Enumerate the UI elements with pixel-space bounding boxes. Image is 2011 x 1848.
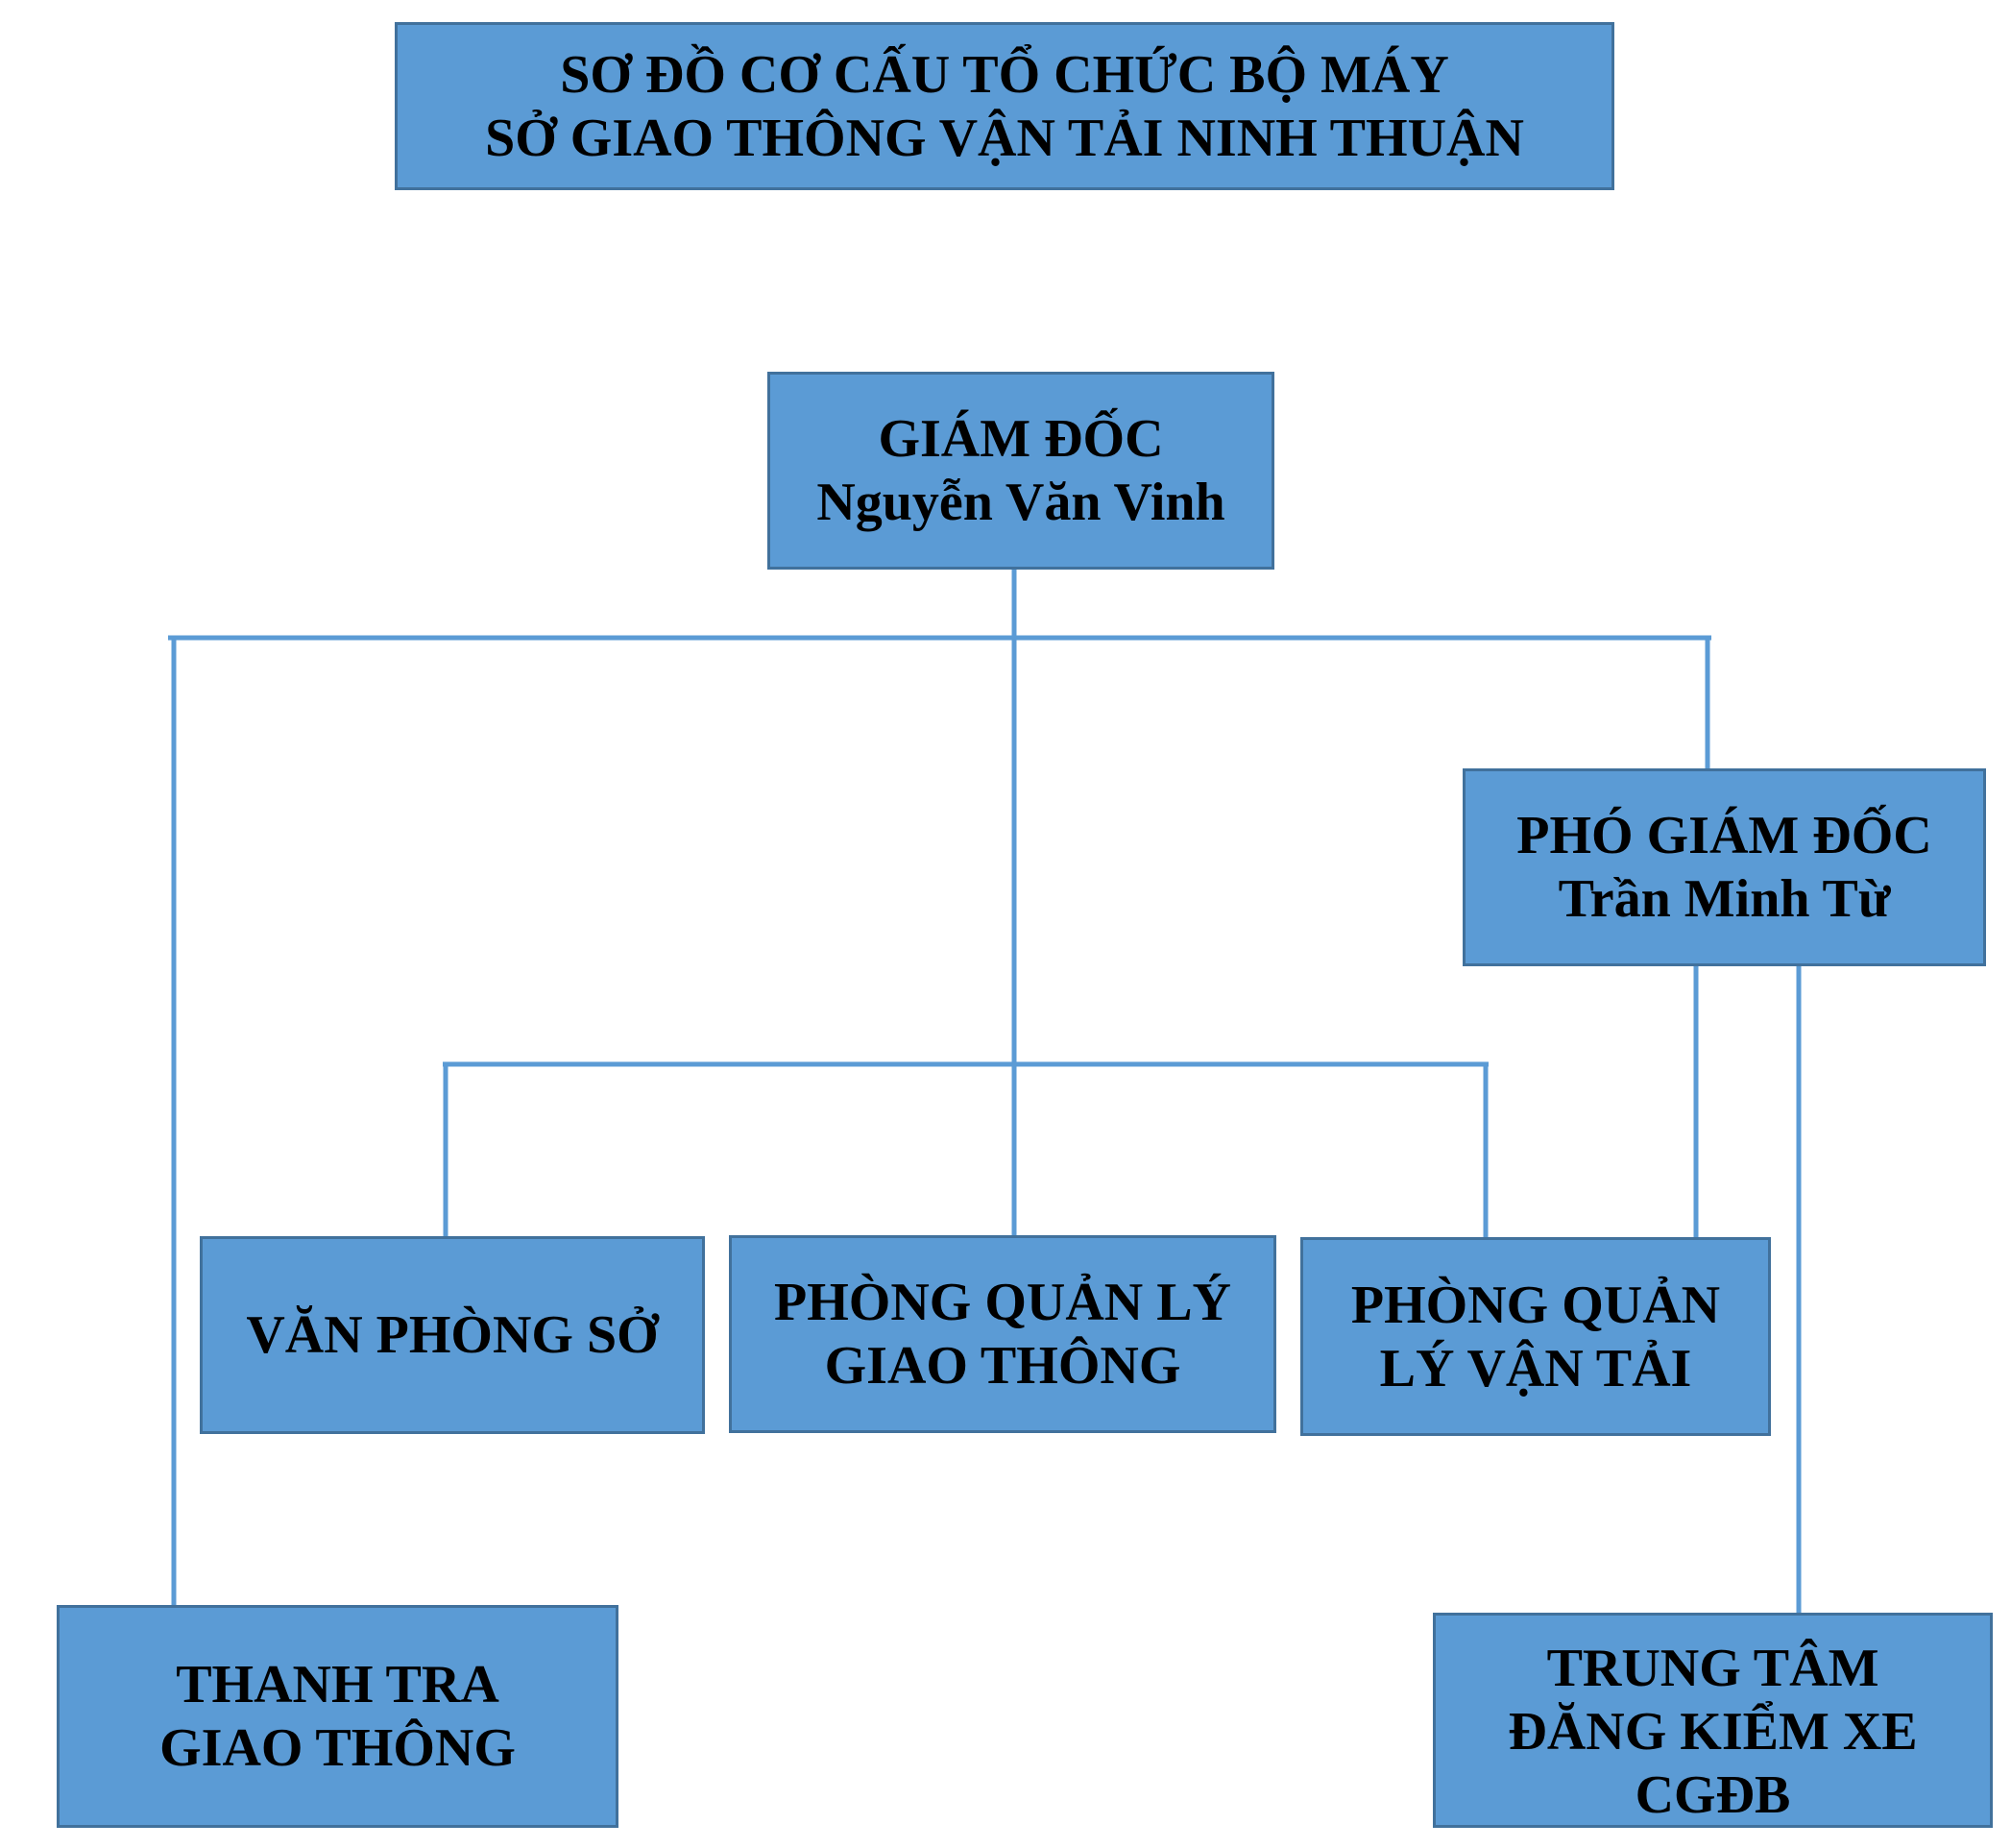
inspection-line-1: THANH TRA: [176, 1655, 499, 1714]
director-box: GIÁM ĐỐC Nguyễn Văn Vinh: [767, 372, 1274, 570]
traffic-management-line-2: GIAO THÔNG: [824, 1336, 1181, 1396]
director-name: Nguyễn Văn Vinh: [816, 473, 1225, 532]
deputy-director-box: PHÓ GIÁM ĐỐC Trần Minh Từ: [1463, 768, 1986, 966]
transport-management-line-2: LÝ VẬN TẢI: [1379, 1338, 1692, 1398]
vehicle-registry-line-1: TRUNG TÂM: [1546, 1639, 1879, 1698]
inspection-box: THANH TRA GIAO THÔNG: [57, 1605, 618, 1828]
traffic-management-box: PHÒNG QUẢN LÝ GIAO THÔNG: [729, 1235, 1276, 1433]
chart-title-line-2: SỞ GIAO THÔNG VẬN TẢI NINH THUẬN: [485, 108, 1524, 168]
office-label: VĂN PHÒNG SỞ: [246, 1305, 659, 1365]
transport-management-box: PHÒNG QUẢN LÝ VẬN TẢI: [1300, 1237, 1771, 1436]
traffic-management-line-1: PHÒNG QUẢN LÝ: [774, 1273, 1231, 1332]
director-role: GIÁM ĐỐC: [878, 409, 1164, 469]
vehicle-registry-box: TRUNG TÂM ĐĂNG KIỂM XE CGĐB: [1433, 1613, 1993, 1828]
chart-title-box: SƠ ĐỒ CƠ CẤU TỔ CHỨC BỘ MÁY SỞ GIAO THÔN…: [395, 22, 1614, 190]
inspection-line-2: GIAO THÔNG: [159, 1718, 516, 1778]
deputy-director-name: Trần Minh Từ: [1558, 869, 1891, 929]
chart-title-line-1: SƠ ĐỒ CƠ CẤU TỔ CHỨC BỘ MÁY: [560, 44, 1449, 105]
vehicle-registry-line-2: ĐĂNG KIỂM XE: [1508, 1702, 1918, 1762]
deputy-director-role: PHÓ GIÁM ĐỐC: [1516, 806, 1932, 865]
transport-management-line-1: PHÒNG QUẢN: [1350, 1275, 1721, 1335]
office-box: VĂN PHÒNG SỞ: [200, 1236, 705, 1434]
vehicle-registry-line-3: CGĐB: [1635, 1765, 1791, 1825]
